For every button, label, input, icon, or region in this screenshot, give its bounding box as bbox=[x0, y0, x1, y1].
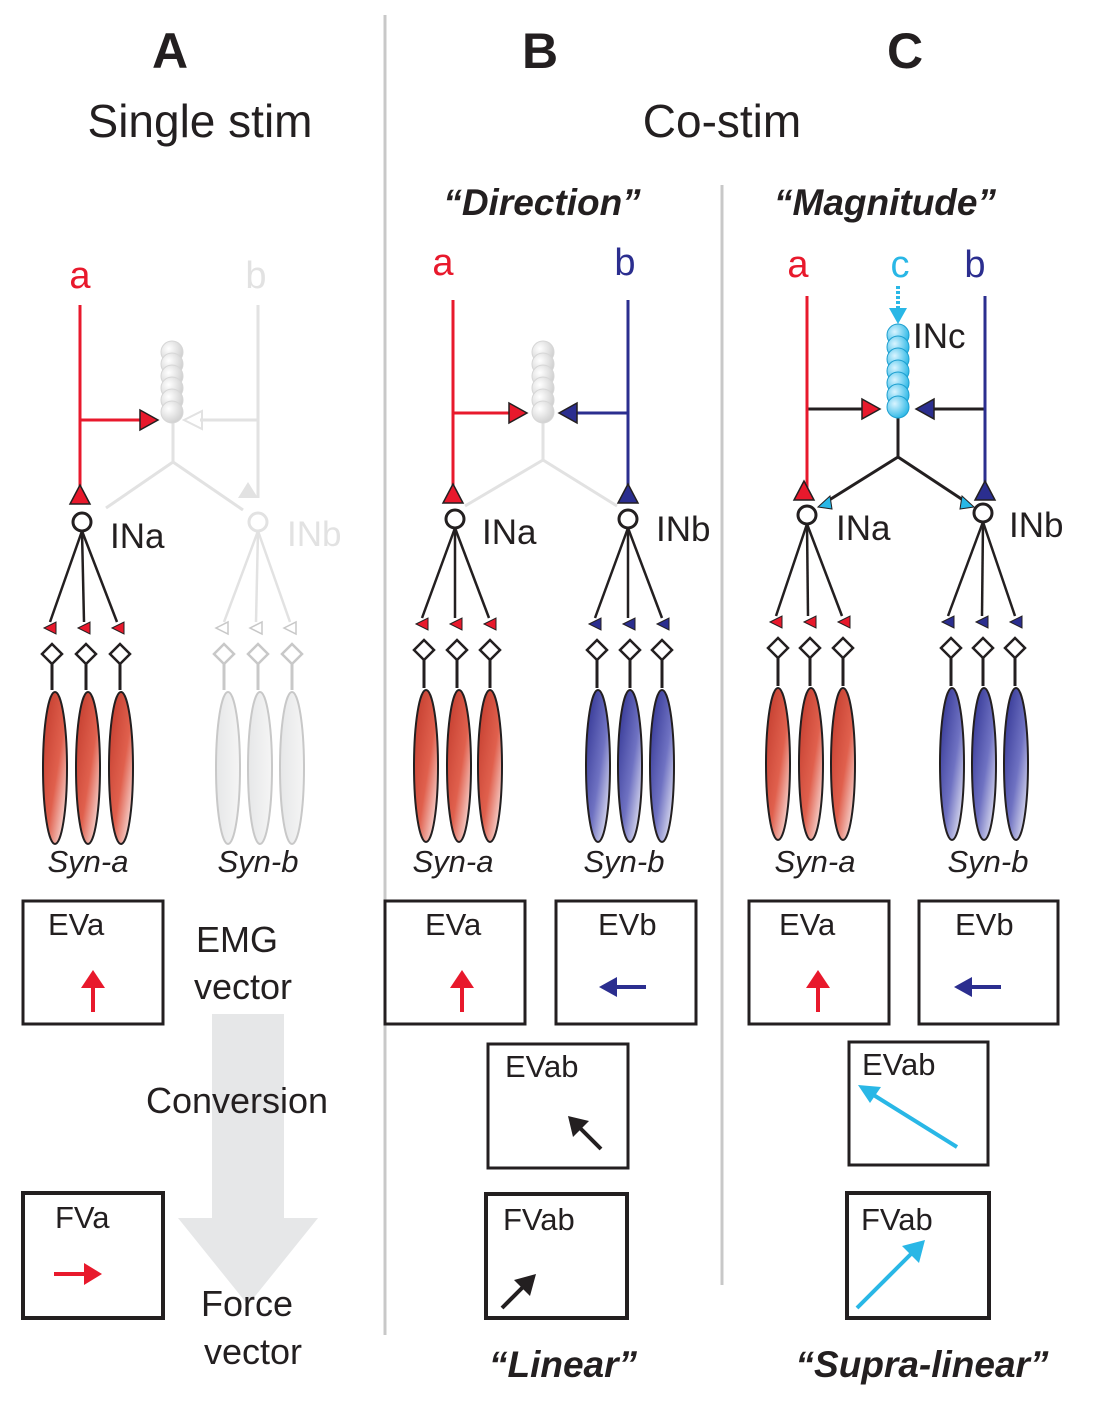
panel-b-syn-a: Syn-a bbox=[412, 617, 503, 879]
input-label-a-a: a bbox=[69, 255, 91, 297]
interneuron-label-inb-b: INb bbox=[656, 510, 710, 549]
emg-label-line2: vector bbox=[194, 966, 292, 1007]
panel-c-syn-b: Syn-b bbox=[939, 615, 1029, 879]
emg-label-line1: EMG bbox=[196, 919, 278, 960]
synergy-label-syn-b-a: Syn-b bbox=[218, 844, 299, 879]
synergy-label-syn-a-c: Syn-a bbox=[775, 844, 856, 879]
synergy-label-syn-a-a: Syn-a bbox=[48, 844, 129, 879]
ev-arrow-evab-c bbox=[870, 1092, 959, 1149]
fv-label-fvab-c: FVab bbox=[861, 1202, 933, 1237]
synergy-label-syn-b-b: Syn-b bbox=[584, 844, 665, 879]
panel-a-syn-b: Syn-b bbox=[212, 620, 305, 879]
ev-label-evab-b: EVab bbox=[505, 1049, 579, 1084]
ev-label-eva-b: EVa bbox=[425, 907, 482, 942]
panel-b-eva-box: EVa bbox=[383, 899, 527, 1026]
interneuron-label-ina-b: INa bbox=[482, 513, 537, 552]
interneuron-label-ina-a: INa bbox=[110, 517, 165, 556]
force-label-line2: vector bbox=[204, 1331, 302, 1372]
ev-label-eva-c: EVa bbox=[779, 907, 836, 942]
panel-c-eva-box: EVa bbox=[747, 899, 891, 1026]
synergy-label-syn-a-b: Syn-a bbox=[413, 844, 494, 879]
input-label-b-b: b bbox=[614, 242, 635, 284]
panel-a-force-vector-box: FVa bbox=[21, 1191, 165, 1320]
interneuron-label-inb-a: INb bbox=[287, 515, 341, 554]
fv-label-fvab-b: FVab bbox=[503, 1202, 575, 1237]
input-label-b-a: b bbox=[245, 255, 266, 297]
panel-c-circuit: a c b INc INa bbox=[774, 244, 1063, 617]
panel-c-fvab-box: FVab bbox=[845, 1191, 991, 1320]
input-label-a-b: a bbox=[432, 242, 454, 284]
panel-c-evab-box: EVab bbox=[847, 1040, 990, 1167]
panel-b-evb-box: EVb bbox=[554, 899, 698, 1026]
panel-b-evab-box: EVab bbox=[486, 1042, 630, 1170]
subtitle-magnitude: “Magnitude” bbox=[774, 182, 996, 223]
fv-arrow-fvab-b bbox=[500, 1284, 526, 1310]
panel-b-syn-b: Syn-b bbox=[584, 617, 675, 879]
panel-letter-b: B bbox=[522, 23, 558, 79]
panel-b-fvab-box: FVab bbox=[484, 1192, 629, 1320]
synergy-label-syn-b-c: Syn-b bbox=[948, 844, 1029, 879]
ev-arrow-evab-b bbox=[577, 1125, 603, 1151]
force-label-line1: Force bbox=[201, 1283, 293, 1324]
input-label-c-c: c bbox=[891, 244, 910, 286]
input-label-a-c: a bbox=[787, 244, 809, 286]
ev-label-evb-b: EVb bbox=[598, 907, 657, 942]
fv-label-fva-a: FVa bbox=[55, 1200, 110, 1235]
heading-co-stim: Co-stim bbox=[643, 95, 801, 147]
panel-letter-c: C bbox=[887, 23, 923, 79]
conversion-label: Conversion bbox=[146, 1080, 328, 1121]
ev-label-eva-a: EVa bbox=[48, 907, 105, 942]
panel-b-circuit: a b INa INb bbox=[420, 242, 710, 619]
caption-linear: “Linear” bbox=[489, 1344, 638, 1385]
panel-letter-a: A bbox=[152, 23, 188, 79]
panel-a-syn-a: Syn-a bbox=[40, 621, 134, 879]
ev-label-evb-c: EVb bbox=[955, 907, 1014, 942]
caption-supra-linear: “Supra-linear” bbox=[796, 1344, 1049, 1385]
heading-single-stim: Single stim bbox=[88, 95, 313, 147]
panel-c-evb-box: EVb bbox=[917, 899, 1060, 1026]
interneuron-label-inb-c: INb bbox=[1009, 506, 1063, 545]
panel-a-circuit: b INb a INa bbox=[48, 255, 341, 623]
panel-c-syn-a: Syn-a bbox=[765, 615, 856, 879]
conversion-arrow bbox=[178, 1014, 318, 1305]
subtitle-direction: “Direction” bbox=[443, 182, 641, 223]
panel-a-emg-vector-box: EVa bbox=[21, 899, 165, 1026]
input-label-b-c: b bbox=[964, 244, 985, 286]
ev-label-evab-c: EVab bbox=[862, 1047, 936, 1082]
interneuron-label-inc-c: INc bbox=[913, 317, 966, 356]
interneuron-label-ina-c: INa bbox=[836, 509, 891, 548]
fv-arrow-fvab-c bbox=[855, 1250, 915, 1310]
